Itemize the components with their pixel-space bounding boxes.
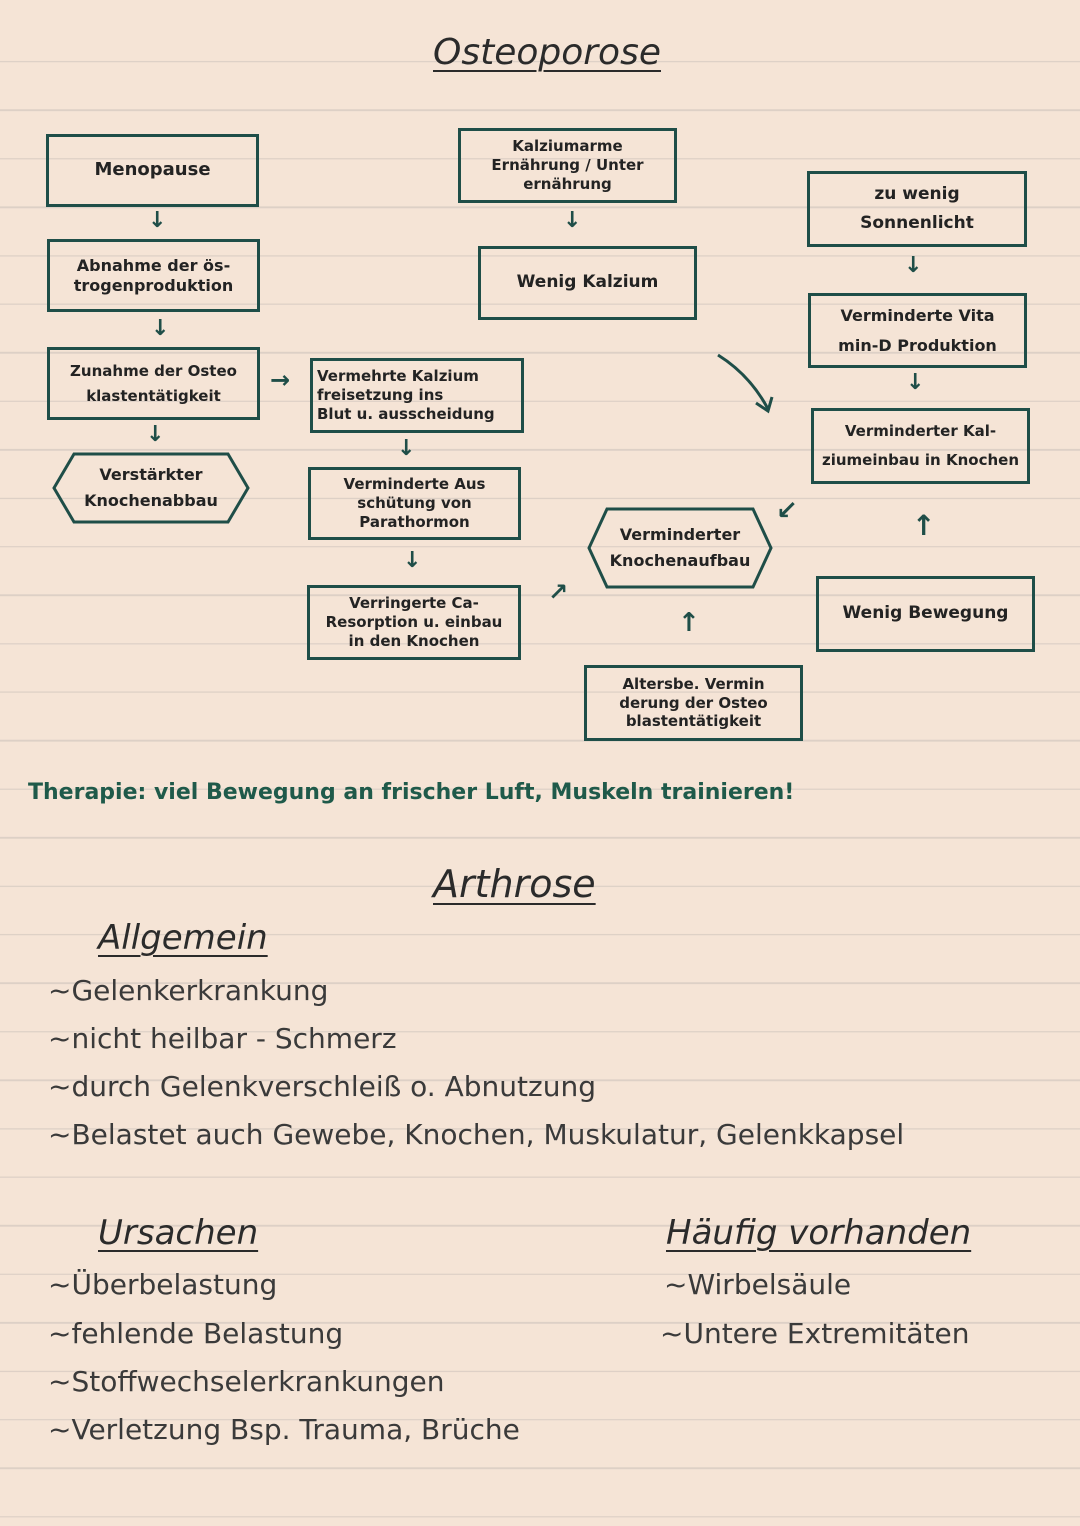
hex-knochenabbau: Verstärkter Knochenabbau [52, 452, 250, 524]
box-kalziumarme-ernaehrung: Kalziumarme Ernährung / Unter ernährung [458, 128, 677, 203]
hex-knochenaufbau-line2: Knochenaufbau [609, 551, 751, 570]
allgemein-item: ~Gelenkerkrankung [48, 974, 329, 1007]
heading-ursachen: Ursachen [98, 1213, 259, 1253]
box-kalziumarme-ernaehrung-line3: ernährung [523, 174, 612, 193]
curved-arrow-icon [717, 353, 774, 414]
box-osteoklasten: Zunahme der Osteo klastentätigkeit [47, 347, 260, 420]
box-osteoblasten: Altersbe. Vermin derung der Osteo blaste… [584, 665, 803, 741]
section-title-arthrose: Arthrose [433, 862, 596, 906]
allgemein-item: ~durch Gelenkverschleiß o. Abnutzung [48, 1070, 596, 1103]
box-kalzium-freisetzung-line2: freisetzung ins [317, 386, 444, 405]
ursachen-item: ~Verletzung Bsp. Trauma, Brüche [48, 1413, 520, 1446]
haeufig-item: ~Wirbelsäule [664, 1268, 852, 1301]
box-menopause-text: Menopause [94, 159, 211, 181]
arrow-down-icon: ↓ [148, 208, 167, 233]
box-wenig-bewegung-text: Wenig Bewegung [842, 603, 1009, 624]
heading-allgemein: Allgemein [98, 918, 268, 958]
box-kalzium-freisetzung: Vermehrte Kalzium freisetzung ins Blut u… [310, 358, 524, 433]
arrow-down-icon: ↓ [151, 316, 170, 341]
box-parathormon-line2: schütung von [357, 494, 472, 513]
box-kalziumeinbau: Verminderter Kal- ziumeinbau in Knochen [811, 408, 1030, 484]
heading-haeufig-vorhanden: Häufig vorhanden [666, 1213, 972, 1253]
box-kalziumeinbau-line1: Verminderter Kal- [844, 422, 997, 441]
box-kalziumeinbau-line2: ziumeinbau in Knochen [821, 451, 1019, 469]
therapy-text: Therapie: viel Bewegung an frischer Luft… [28, 780, 795, 805]
arrow-down-icon: ↓ [146, 422, 165, 447]
allgemein-item: ~nicht heilbar - Schmerz [48, 1022, 397, 1055]
box-ca-resorption-line3: in den Knochen [348, 631, 480, 650]
box-vitamin-d-line2: min-D Produktion [838, 335, 997, 355]
box-parathormon-line3: Parathormon [359, 512, 470, 531]
box-vitamin-d: Verminderte Vita min-D Produktion [808, 293, 1027, 368]
arrow-up-right-icon: ↗ [548, 578, 569, 606]
box-osteoblasten-line2: derung der Osteo [619, 693, 768, 712]
allgemein-item: ~Belastet auch Gewebe, Knochen, Muskulat… [48, 1118, 905, 1151]
box-wenig-kalzium: Wenig Kalzium [478, 246, 697, 320]
box-ca-resorption: Verringerte Ca- Resorption u. einbau in … [307, 585, 521, 660]
box-menopause: Menopause [46, 134, 259, 207]
box-kalzium-freisetzung-line3: Blut u. ausscheidung [317, 404, 495, 423]
arrow-down-icon: ↓ [563, 208, 582, 233]
box-osteoblasten-line3: blastentätigkeit [625, 712, 762, 731]
box-oestrogen-line1: Abnahme der ös- [76, 255, 231, 275]
box-osteoblasten-line1: Altersbe. Vermin [622, 674, 765, 693]
ursachen-item: ~Stoffwechselerkrankungen [48, 1365, 445, 1398]
box-wenig-kalzium-text: Wenig Kalzium [516, 272, 659, 293]
box-sonnenlicht-line1: zu wenig [874, 183, 960, 204]
hex-knochenaufbau-line1: Verminderter [619, 525, 741, 545]
box-osteoklasten-line1: Zunahme der Osteo [70, 361, 237, 380]
box-kalziumarme-ernaehrung-line1: Kalziumarme [512, 137, 623, 156]
hex-knochenabbau-line2: Knochenabbau [84, 491, 218, 510]
page-title: Osteoporose [433, 32, 661, 73]
arrow-up-icon: ↑ [912, 509, 936, 542]
box-parathormon: Verminderte Aus schütung von Parathormon [308, 467, 521, 540]
hex-shape [52, 452, 250, 524]
arrow-down-icon: ↓ [403, 548, 422, 573]
hex-knochenaufbau: Verminderter Knochenaufbau [587, 507, 773, 589]
arrow-down-icon: ↓ [906, 370, 925, 395]
arrow-down-icon: ↓ [904, 253, 923, 278]
ursachen-item: ~Überbelastung [48, 1268, 278, 1301]
arrow-up-icon: ↑ [678, 608, 700, 638]
box-sonnenlicht-line2: Sonnenlicht [860, 213, 974, 233]
box-vitamin-d-line1: Verminderte Vita [840, 305, 995, 325]
arrow-down-left-icon: ↙ [776, 496, 798, 526]
hex-knochenabbau-line1: Verstärkter [99, 465, 203, 485]
box-sonnenlicht: zu wenig Sonnenlicht [807, 171, 1027, 247]
hex-shape [587, 507, 773, 589]
arrow-down-icon: ↓ [397, 436, 416, 461]
box-wenig-bewegung: Wenig Bewegung [816, 576, 1035, 652]
box-parathormon-line1: Verminderte Aus [343, 475, 486, 494]
box-kalziumarme-ernaehrung-line2: Ernährung / Unter [491, 156, 644, 175]
haeufig-item: ~Untere Extremitäten [660, 1317, 970, 1350]
arrow-right-icon: → [270, 366, 291, 394]
box-oestrogen: Abnahme der ös- trogenproduktion [47, 239, 260, 312]
box-ca-resorption-line1: Verringerte Ca- [349, 594, 479, 613]
box-kalzium-freisetzung-line1: Vermehrte Kalzium [317, 367, 479, 386]
box-osteoklasten-line2: klastentätigkeit [86, 386, 221, 405]
ursachen-item: ~fehlende Belastung [48, 1317, 344, 1350]
box-ca-resorption-line2: Resorption u. einbau [325, 613, 503, 632]
box-oestrogen-line2: trogenproduktion [73, 275, 234, 295]
